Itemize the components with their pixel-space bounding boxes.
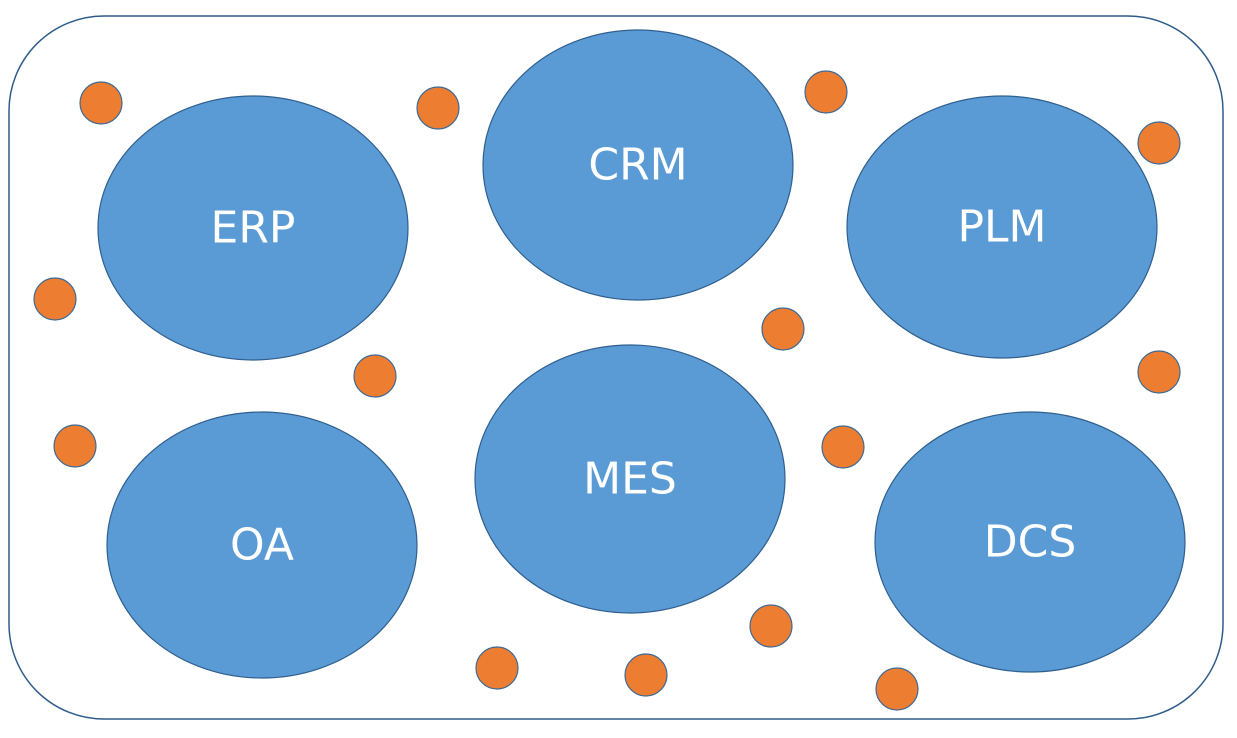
system-oa-label: OA	[230, 520, 294, 571]
dot	[416, 86, 460, 130]
system-oa: OA	[106, 411, 418, 679]
dot	[804, 70, 848, 114]
dot	[475, 646, 519, 690]
dot	[353, 354, 397, 398]
system-plm-label: PLM	[957, 202, 1046, 253]
system-erp-shape	[97, 95, 409, 361]
system-mes: MES	[474, 344, 786, 614]
system-plm: PLM	[846, 95, 1158, 359]
system-dcs-shape	[874, 411, 1186, 673]
dot	[749, 604, 793, 648]
system-oa-shape	[106, 411, 418, 679]
dot	[53, 424, 97, 468]
dot	[875, 667, 919, 711]
dots	[33, 70, 1181, 711]
system-mes-shape	[474, 344, 786, 614]
system-plm-shape	[846, 95, 1158, 359]
dot	[1137, 121, 1181, 165]
dot	[761, 307, 805, 351]
system-mes-label: MES	[583, 454, 677, 505]
dot	[1137, 350, 1181, 394]
dot	[821, 425, 865, 469]
system-erp-label: ERP	[211, 203, 296, 254]
dot	[624, 653, 668, 697]
dot	[33, 277, 77, 321]
system-dcs: DCS	[874, 411, 1186, 673]
system-crm-label: CRM	[588, 140, 687, 191]
system-crm: CRM	[482, 29, 794, 301]
system-erp: ERP	[97, 95, 409, 361]
system-crm-shape	[482, 29, 794, 301]
system-dcs-label: DCS	[984, 517, 1077, 568]
dot	[79, 81, 123, 125]
